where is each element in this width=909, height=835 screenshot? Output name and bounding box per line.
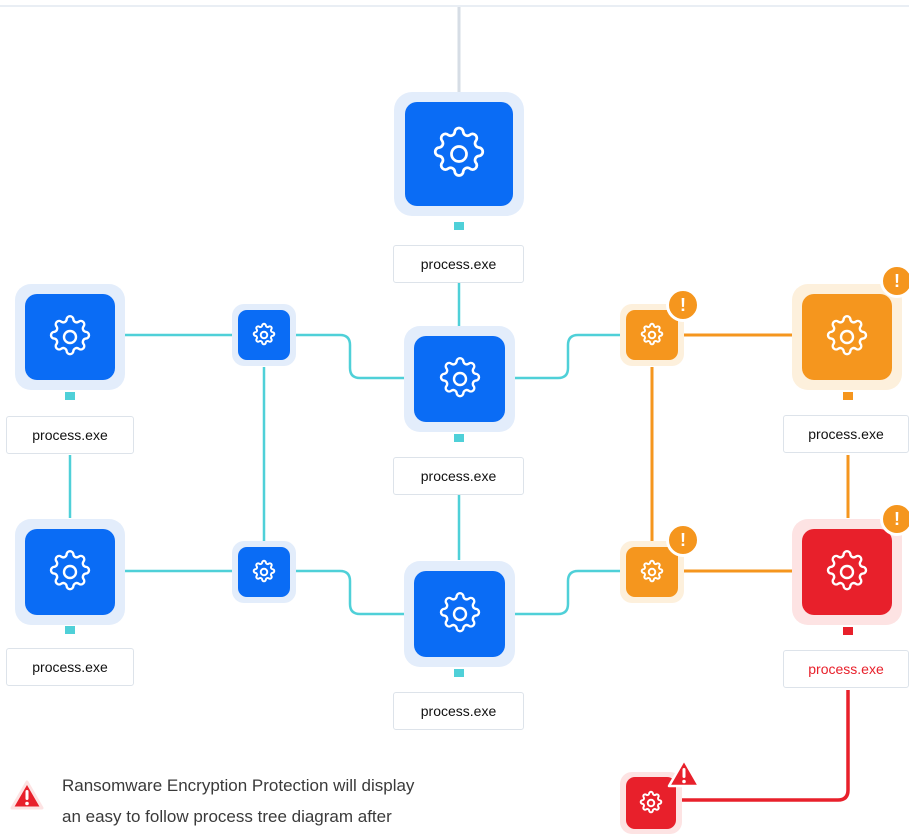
- connector-stub: [843, 627, 853, 635]
- process-label-right-top: process.exe: [783, 415, 909, 453]
- process-label-root: process.exe: [393, 245, 524, 283]
- gear-icon-tile: [405, 102, 513, 206]
- caption-line-2: an easy to follow process tree diagram a…: [62, 807, 392, 826]
- gear-icon-tile: [414, 571, 505, 657]
- process-node-center-bottom[interactable]: [404, 561, 515, 667]
- exclamation-badge-icon: !: [880, 502, 909, 536]
- connector-stub: [454, 434, 464, 442]
- gear-icon: [640, 322, 664, 346]
- gear-icon-tile: [238, 547, 290, 597]
- gear-icon: [439, 592, 480, 633]
- gear-icon-tile: [802, 529, 892, 615]
- gear-icon-tile: [25, 529, 115, 615]
- exclamation-badge-icon: !: [880, 264, 909, 298]
- process-node-right-top[interactable]: [792, 284, 902, 390]
- process-node-small-orange-top[interactable]: [620, 304, 684, 366]
- process-label-center-bottom: process.exe: [393, 692, 524, 730]
- gear-icon-tile: [25, 294, 115, 380]
- process-node-center-mid[interactable]: [404, 326, 515, 432]
- warning-triangle-icon: [667, 758, 701, 788]
- gear-icon-tile: [626, 310, 678, 360]
- connector-stub: [454, 222, 464, 230]
- connector-stub: [65, 626, 75, 634]
- connector-stub: [843, 392, 853, 400]
- process-node-small-red[interactable]: [620, 772, 682, 834]
- process-node-root[interactable]: [394, 92, 524, 216]
- caption-line-1: Ransomware Encryption Protection will di…: [62, 776, 415, 795]
- gear-icon: [49, 315, 91, 356]
- process-node-left-bottom[interactable]: [15, 519, 125, 625]
- gear-icon-tile: [802, 294, 892, 380]
- connector-stub: [65, 392, 75, 400]
- gear-icon: [433, 126, 485, 177]
- gear-icon: [49, 550, 91, 591]
- process-label-left-bottom: process.exe: [6, 648, 134, 686]
- process-node-left-top[interactable]: [15, 284, 125, 390]
- exclamation-badge-icon: !: [666, 288, 700, 322]
- gear-icon: [826, 550, 868, 591]
- process-label-left-top: process.exe: [6, 416, 134, 454]
- warning-triangle-icon: [10, 780, 44, 810]
- process-node-right-bottom[interactable]: [792, 519, 902, 625]
- gear-icon: [439, 357, 480, 398]
- gear-icon-tile: [626, 547, 678, 597]
- exclamation-badge-icon: !: [666, 523, 700, 557]
- gear-icon: [252, 559, 276, 583]
- top-divider: [0, 5, 909, 7]
- gear-icon-tile: [626, 777, 676, 829]
- process-node-small-blue-bottom[interactable]: [232, 541, 296, 603]
- gear-icon: [639, 790, 663, 814]
- gear-icon: [826, 315, 868, 356]
- gear-icon-tile: [414, 336, 505, 422]
- gear-icon: [252, 322, 276, 346]
- process-label-center-mid: process.exe: [393, 457, 524, 495]
- connector-stub: [454, 669, 464, 677]
- process-label-right-bottom: process.exe: [783, 650, 909, 688]
- process-node-small-blue-top[interactable]: [232, 304, 296, 366]
- caption-text: Ransomware Encryption Protection will di…: [62, 770, 532, 832]
- gear-icon: [640, 559, 664, 583]
- gear-icon-tile: [238, 310, 290, 360]
